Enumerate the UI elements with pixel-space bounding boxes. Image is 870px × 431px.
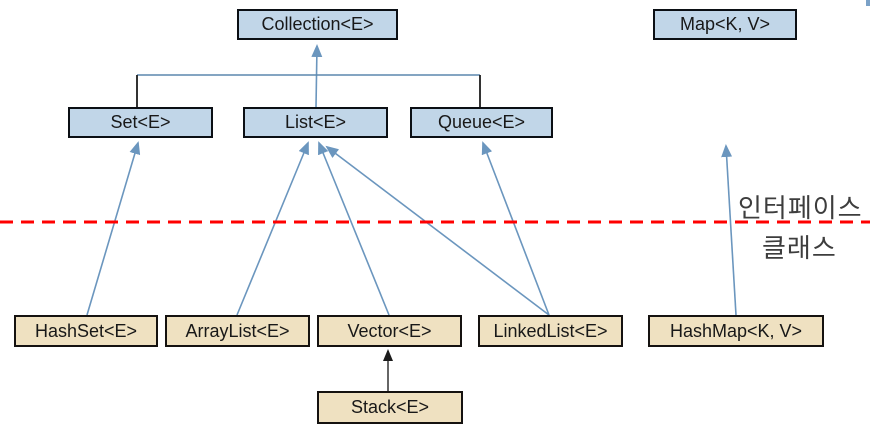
- node-label-vector: Vector<E>: [347, 320, 432, 341]
- node-hashmap: HashMap<K, V>: [648, 315, 824, 347]
- node-vector: Vector<E>: [317, 315, 462, 347]
- divider-label-interface: 인터페이스: [738, 193, 863, 223]
- node-label-collection: Collection<E>: [261, 14, 374, 34]
- node-set: Set<E>: [68, 107, 213, 138]
- edge-linkedlist-to-list: [325, 145, 550, 316]
- node-label-map: Map<K, V>: [679, 14, 771, 34]
- edge-vector-to-list: [318, 141, 390, 316]
- edge-arraylist-to-list: [236, 141, 309, 316]
- node-label-hashmap: HashMap<K, V>: [669, 320, 803, 341]
- edge-list-to-collection: [311, 44, 323, 108]
- node-map: Map<K, V>: [653, 9, 797, 40]
- edge-hashset-to-set: [86, 141, 141, 316]
- corner-artifact: [866, 0, 870, 6]
- divider-label-class: 클래스: [762, 233, 837, 263]
- node-label-hashset: HashSet<E>: [34, 320, 138, 341]
- node-stack: Stack<E>: [317, 391, 463, 424]
- node-queue: Queue<E>: [410, 107, 553, 138]
- node-collection: Collection<E>: [237, 9, 398, 40]
- node-label-stack: Stack<E>: [350, 397, 430, 417]
- node-label-linkedlist: LinkedList<E>: [493, 320, 608, 341]
- edge-hashmap-to-map: [721, 144, 737, 316]
- edge-linkedlist-to-queue: [481, 141, 550, 316]
- node-linkedlist: LinkedList<E>: [478, 315, 623, 347]
- node-label-queue: Queue<E>: [437, 112, 526, 132]
- node-label-list: List<E>: [284, 112, 347, 132]
- node-label-set: Set<E>: [110, 112, 171, 132]
- node-hashset: HashSet<E>: [14, 315, 158, 347]
- node-arraylist: ArrayList<E>: [165, 315, 310, 347]
- node-label-arraylist: ArrayList<E>: [185, 320, 290, 341]
- node-list: List<E>: [243, 107, 388, 138]
